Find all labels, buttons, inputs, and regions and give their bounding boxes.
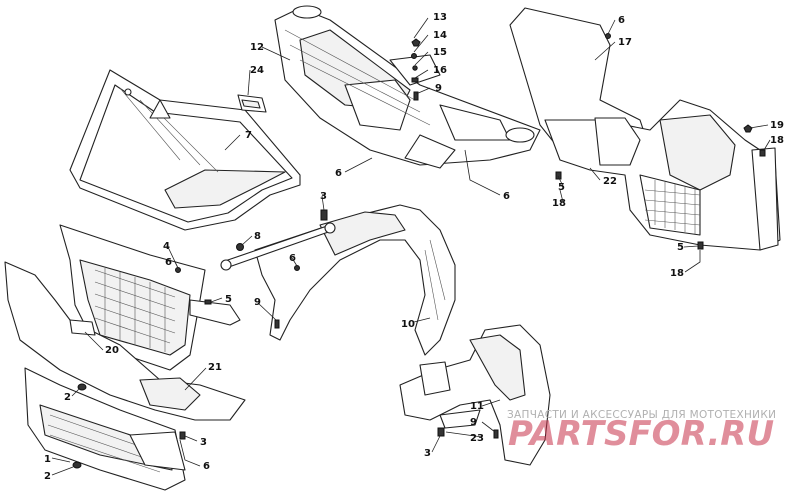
- callout-label: 9: [254, 297, 261, 308]
- callout-label: 20: [105, 345, 119, 356]
- callout-label: 9: [470, 417, 477, 428]
- watermark: ЗАПЧАСТИ И АКСЕССУАРЫ ДЛЯ МОТОТЕХНИКИ PA…: [507, 409, 776, 454]
- callout-label: 3: [320, 191, 327, 202]
- leader-lines: [51, 17, 771, 476]
- callout-label: 21: [208, 362, 222, 373]
- callout-label: 2: [44, 471, 51, 482]
- callout-label: 19: [770, 120, 784, 131]
- callout-label: 23: [470, 433, 484, 444]
- callout-label: 6: [335, 168, 342, 179]
- fastener-parts: [72, 33, 766, 469]
- side-panel-part: [509, 7, 781, 251]
- callout-label: 9: [435, 83, 442, 94]
- callout-labels: 13 14 15 16 9 12 24 6 6 7 6 17 19 18 5 2…: [44, 12, 784, 482]
- callout-label: 5: [225, 294, 232, 305]
- watermark-logo: PARTSFOR.RU: [508, 414, 774, 454]
- callout-label: 1: [44, 454, 51, 465]
- callout-label: 6: [289, 253, 296, 264]
- callout-label: 4: [163, 241, 170, 252]
- callout-label: 18: [670, 268, 684, 279]
- callout-label: 16: [433, 65, 447, 76]
- hood-part: [69, 69, 301, 231]
- support-rod-part: [220, 222, 336, 271]
- callout-label: 6: [503, 191, 510, 202]
- callout-label: 18: [770, 135, 784, 146]
- callout-label: 10: [401, 319, 415, 330]
- watermark-caption: ЗАПЧАСТИ И АКСЕССУАРЫ ДЛЯ МОТОТЕХНИКИ: [507, 409, 776, 421]
- callout-label: 8: [254, 231, 261, 242]
- callout-label: 13: [433, 12, 447, 23]
- callout-label: 12: [250, 42, 264, 53]
- callout-label: 14: [433, 30, 447, 41]
- callout-label: 6: [618, 15, 625, 26]
- callout-label: 6: [165, 257, 172, 268]
- callout-label: 7: [245, 130, 252, 141]
- callout-label: 2: [64, 392, 71, 403]
- fender-flare-part: [399, 324, 551, 466]
- insert-part: [69, 319, 96, 336]
- dash-panel-part: [274, 5, 541, 169]
- bracket-part: [237, 94, 267, 113]
- callout-label: 17: [618, 37, 632, 48]
- callout-label: 18: [552, 198, 566, 209]
- callout-label: 11: [470, 401, 484, 412]
- callout-label: 6: [203, 461, 210, 472]
- callout-label: 3: [424, 448, 431, 459]
- callout-label: 5: [558, 182, 565, 193]
- callout-label: 22: [603, 176, 617, 187]
- fender-part: [254, 204, 456, 356]
- lower-bumper-part: [4, 261, 246, 421]
- skid-plate-part: [24, 367, 186, 491]
- callout-label: 24: [250, 65, 264, 76]
- callout-label: 5: [677, 242, 684, 253]
- callout-label: 15: [433, 47, 447, 58]
- callout-label: 3: [200, 437, 207, 448]
